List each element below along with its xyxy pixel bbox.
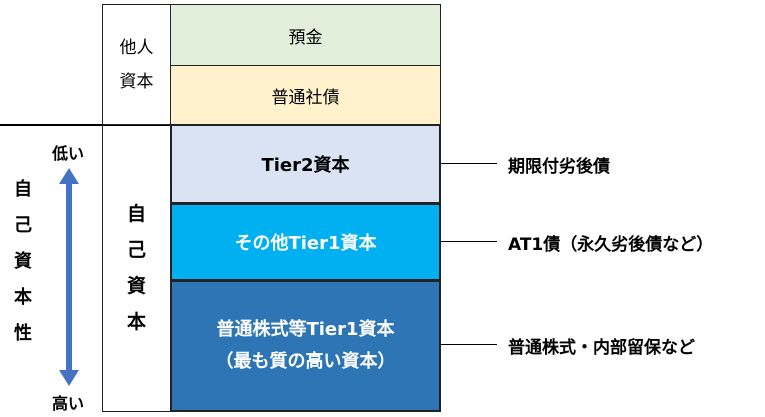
axis-title: 自 己 資 本 性 xyxy=(10,172,36,352)
other-capital-label-line2: 資本 xyxy=(119,72,154,92)
common-tier1-connector xyxy=(441,344,497,345)
equity-label-cell: 自 己 資 本 xyxy=(102,124,171,412)
common-tier1-label-line2: （最も質の高い資本） xyxy=(215,351,396,372)
equity-label-char: 本 xyxy=(126,311,146,333)
other-tier1-connector xyxy=(441,241,497,242)
arrow-head-up xyxy=(59,168,79,184)
separator-line xyxy=(0,124,170,126)
other-tier1-label: その他Tier1資本 xyxy=(234,233,377,254)
double-arrow-icon xyxy=(59,168,79,386)
other-capital-label-cell: 他人 資本 xyxy=(102,4,171,125)
common-tier1-label-line1: 普通株式等Tier1資本 xyxy=(216,319,395,340)
other-tier1-box: その他Tier1資本 xyxy=(170,203,441,281)
common-tier1-box: 普通株式等Tier1資本 （最も質の高い資本） xyxy=(170,280,441,412)
equity-label-char: 自 xyxy=(126,203,146,225)
axis-title-char: 自 xyxy=(14,179,32,200)
arrow-head-down xyxy=(59,370,79,386)
axis-title-char: 性 xyxy=(14,323,32,344)
equity-label-char: 己 xyxy=(126,239,146,261)
bonds-label: 普通社債 xyxy=(271,88,340,108)
tier2-label: Tier2資本 xyxy=(261,155,350,176)
tier2-annotation: 期限付劣後債 xyxy=(508,157,610,177)
axis-title-char: 本 xyxy=(14,287,32,308)
other-tier1-annotation: AT1債（永久劣後債など） xyxy=(508,235,714,255)
axis-title-char: 資 xyxy=(14,251,32,272)
axis-high-label: 高い xyxy=(52,394,85,413)
axis-low-label: 低い xyxy=(52,144,85,163)
axis-title-char: 己 xyxy=(14,215,32,236)
tier2-connector xyxy=(441,163,497,164)
deposits-label: 預金 xyxy=(288,27,323,48)
equity-label-char: 資 xyxy=(126,275,146,297)
deposits-box: 預金 xyxy=(170,4,441,66)
arrow-shaft xyxy=(66,183,72,371)
tier2-box: Tier2資本 xyxy=(170,124,441,204)
bonds-box: 普通社債 xyxy=(170,65,441,126)
other-capital-label-line1: 他人 xyxy=(119,38,154,58)
common-tier1-annotation: 普通株式・内部留保など xyxy=(508,338,695,358)
